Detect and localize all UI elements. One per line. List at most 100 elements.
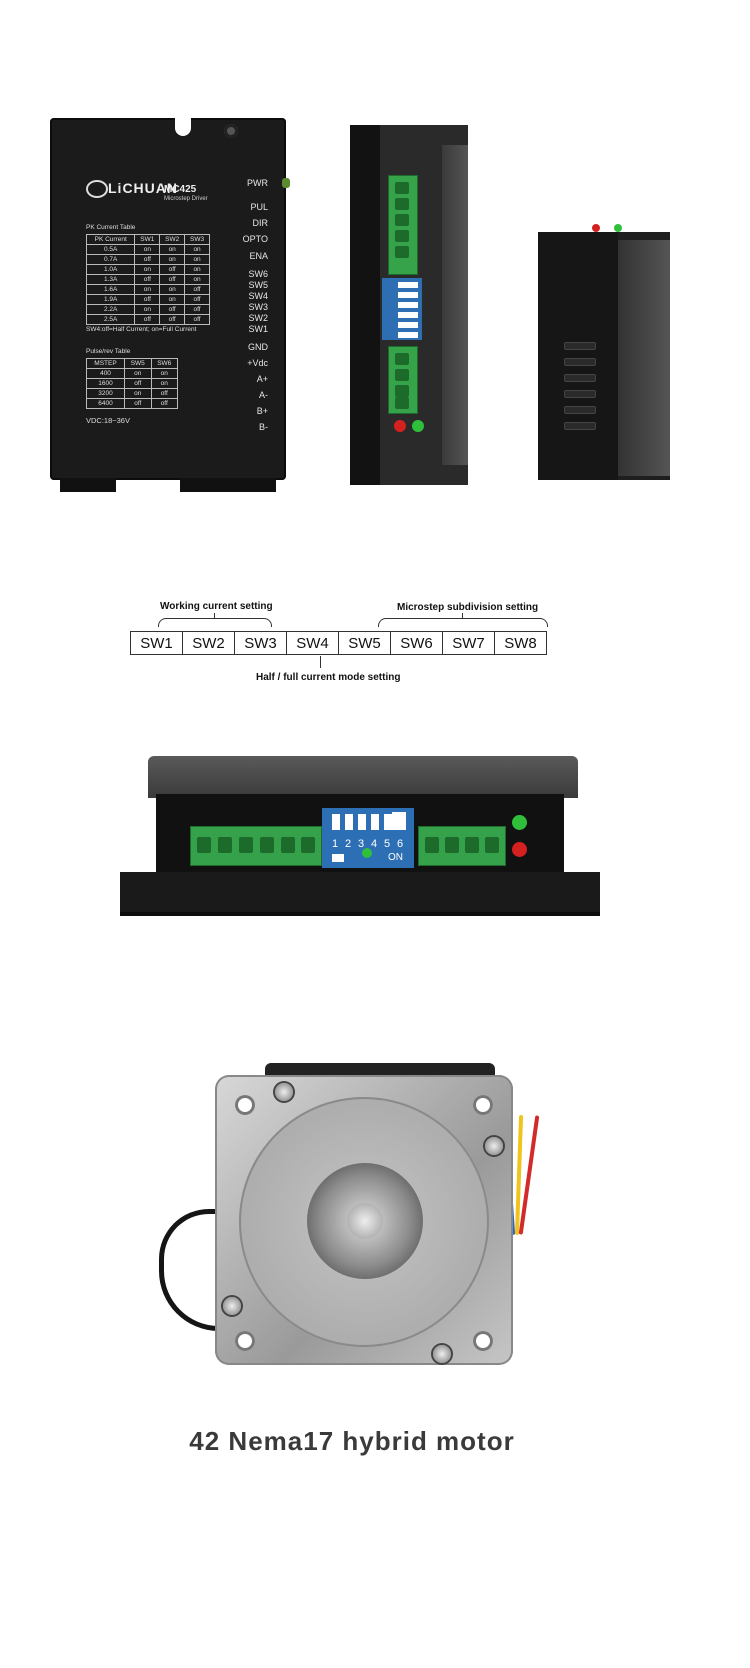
dip-number: 5 [384,838,391,850]
vdc-rating: VDC:18~36V [86,416,130,425]
table-cell: 6400 [85,398,126,409]
dip-switch-cell: SW7 [442,631,495,655]
table-cell: PK Current [85,234,136,245]
screw [433,1345,451,1363]
mount-hole [473,1331,493,1351]
table-cell: on [184,264,210,275]
led-red [512,842,527,857]
brand-name: LiCHUAN [108,180,178,196]
brace-tip [462,613,463,619]
table-cell: off [184,304,210,315]
product-caption: 42 Nema17 hybrid motor [189,1426,515,1456]
table-cell: on [184,274,210,285]
screw [485,1137,503,1155]
power-led [282,178,290,188]
side-face [538,232,618,480]
table-cell: on [134,304,161,315]
power-terminal-block [388,346,418,414]
terminal-label: DIR [252,218,269,228]
table-cell: on [184,244,210,255]
brace-microstep [378,618,548,627]
dip-switch-cell: SW8 [494,631,547,655]
dip-switch-cell: SW2 [182,631,235,655]
screw [223,1297,241,1315]
mount-hole [473,1095,493,1115]
terminal-label: OPTO [242,234,268,244]
screw [275,1083,293,1101]
half-full-label: Half / full current mode setting [256,672,401,683]
mount-foot [180,478,276,492]
dip-switch-cell: SW6 [390,631,443,655]
led-red [394,420,406,432]
table-cell: off [124,378,152,389]
model-subtitle: Microstep Driver [164,196,208,202]
brace-working-current [158,618,272,627]
table-cell: 0.7A [85,254,136,265]
dip-number: 1 [332,838,339,850]
mount-foot [60,478,116,492]
brand-logo-icon [86,180,108,198]
dip-switch-cell: SW1 [130,631,183,655]
dip-number: 2 [345,838,352,850]
table-cell: off [184,294,210,305]
mount-notch [175,118,191,136]
dip-switch-vertical [382,278,422,340]
terminal-label: SW2 [248,313,268,323]
table-cell: on [159,294,186,305]
working-current-label: Working current setting [160,601,273,612]
table-cell: off [150,388,178,399]
mount-base [120,872,600,912]
motor-faceplate [215,1075,513,1365]
terminal-label: ENA [249,251,268,261]
table-cell: off [124,398,152,409]
table-cell: on [124,388,152,399]
pulse-table-title: Pulse/rev Table [86,348,131,355]
dip-on-label: ON [388,852,403,863]
table-cell: on [159,284,186,295]
stepper-motor [159,1063,540,1367]
driver-small-side-view [538,232,670,480]
table-cell: off [159,274,186,285]
table-cell: SW5 [124,358,152,369]
table-cell: off [134,254,161,265]
table-cell: 0.5A [85,244,136,255]
dip-number: 6 [397,838,404,850]
current-table-title: PK Current Table [86,224,136,231]
dip-number: 3 [358,838,365,850]
led-green [614,224,622,232]
side-plate [350,125,380,485]
table-cell: 1600 [85,378,126,389]
terminal-label: A+ [256,374,268,384]
terminal-label: SW3 [248,302,268,312]
heatsink [442,145,468,465]
table-cell: SW6 [150,358,178,369]
power-terminal-block [418,826,506,866]
mount-hole [235,1095,255,1115]
terminal-label: +Vdc [247,358,268,368]
signal-terminal-block [388,175,418,275]
terminal-label: GND [248,342,268,352]
table-cell: off [184,284,210,295]
table-cell: on [134,284,161,295]
terminal-label: SW5 [248,280,268,290]
led-green [512,815,527,830]
table-cell: on [150,368,178,379]
table-cell: off [159,304,186,315]
table-cell: off [134,274,161,285]
mount-screw [224,124,238,138]
table-cell: off [150,398,178,409]
led-red [592,224,600,232]
terminal-label: SW4 [248,291,268,301]
driver-front-panel: LiCHUAN MC425 Microstep Driver PK Curren… [50,118,290,492]
signal-terminal-block [190,826,322,866]
dip-switch-cell: SW5 [338,631,391,655]
